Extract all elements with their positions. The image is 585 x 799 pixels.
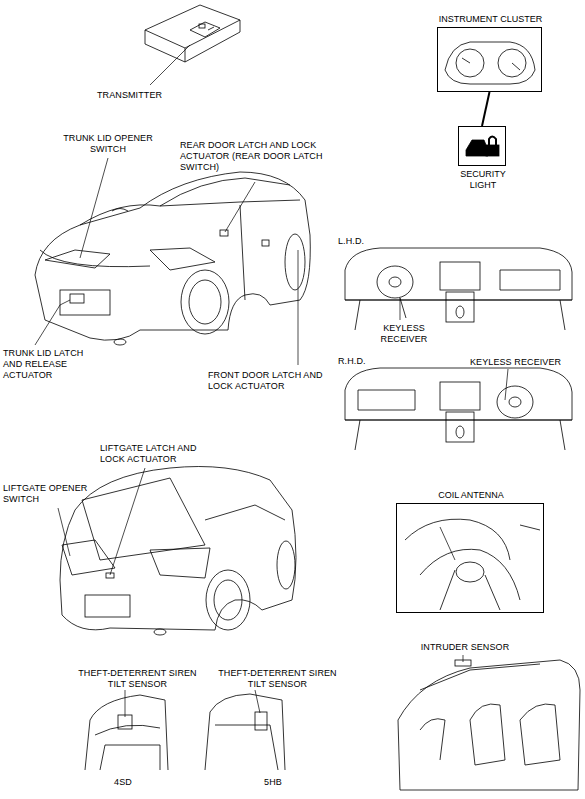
leader-lines (35, 45, 508, 717)
key-fob (145, 5, 240, 62)
steering-column (405, 519, 540, 610)
part-label: THEFT-DETERRENT SIREN TILT SENSOR (75, 668, 200, 690)
part-label: R.H.D. (338, 356, 378, 367)
dashboard-rhd (345, 368, 572, 450)
vehicle-interior (398, 660, 580, 790)
dashboard-lhd (345, 248, 572, 330)
box-heading: COIL ANTENNA (411, 490, 531, 501)
gauges (445, 42, 535, 84)
connector-line (482, 92, 490, 126)
hatchback-car (60, 467, 296, 636)
security-light-icon (466, 137, 499, 157)
component-box: INSTRUMENT CLUSTER (437, 27, 542, 92)
component-box: SECURITY LIGHT (458, 126, 506, 166)
part-label: TRUNK LID OPENER SWITCH (58, 133, 158, 155)
part-label: 5HB (258, 777, 288, 788)
part-label: INTRUDER SENSOR (400, 642, 530, 653)
part-label: LIFTGATE LATCH AND LOCK ACTUATOR (100, 443, 220, 465)
part-label: REAR DOOR LATCH AND LOCK ACTUATOR (REAR … (180, 140, 340, 173)
part-label: TRUNK LID LATCH AND RELEASE ACTUATOR (3, 348, 103, 381)
part-label: LIFTGATE OPENER SWITCH (3, 483, 88, 505)
component-box: COIL ANTENNA (396, 503, 544, 613)
trunk-5hb (205, 694, 285, 770)
part-label: KEYLESS RECEIVER (470, 357, 585, 368)
part-label: KEYLESS RECEIVER (374, 323, 434, 345)
part-label: FRONT DOOR LATCH AND LOCK ACTUATOR (208, 370, 348, 392)
box-heading: INSTRUMENT CLUSTER (421, 14, 561, 25)
part-label: L.H.D. (338, 236, 378, 247)
part-label: 4SD (108, 777, 138, 788)
trunk-4sd (85, 695, 168, 770)
part-label: TRANSMITTER (97, 90, 187, 101)
box-heading: SECURITY LIGHT (458, 169, 508, 191)
part-label: THEFT-DETERRENT SIREN TILT SENSOR (215, 668, 340, 690)
sedan-car (35, 172, 310, 345)
